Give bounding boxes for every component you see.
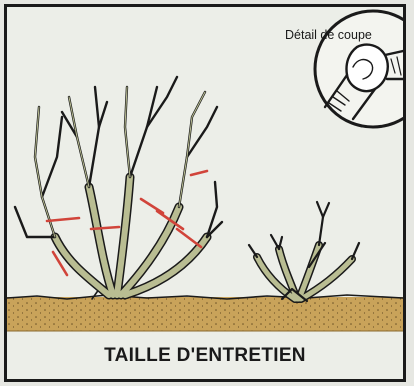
detail-inset-label: Détail de coupe: [285, 28, 372, 42]
left-shrub: [15, 77, 222, 299]
caption: TAILLE D'ENTRETIEN: [7, 345, 403, 367]
ground: [7, 295, 403, 331]
right-shrub: [249, 202, 359, 301]
illustration-frame: Détail de coupe TAILLE D'ENTRETIEN: [4, 4, 406, 382]
pruning-illustration: [7, 7, 403, 379]
